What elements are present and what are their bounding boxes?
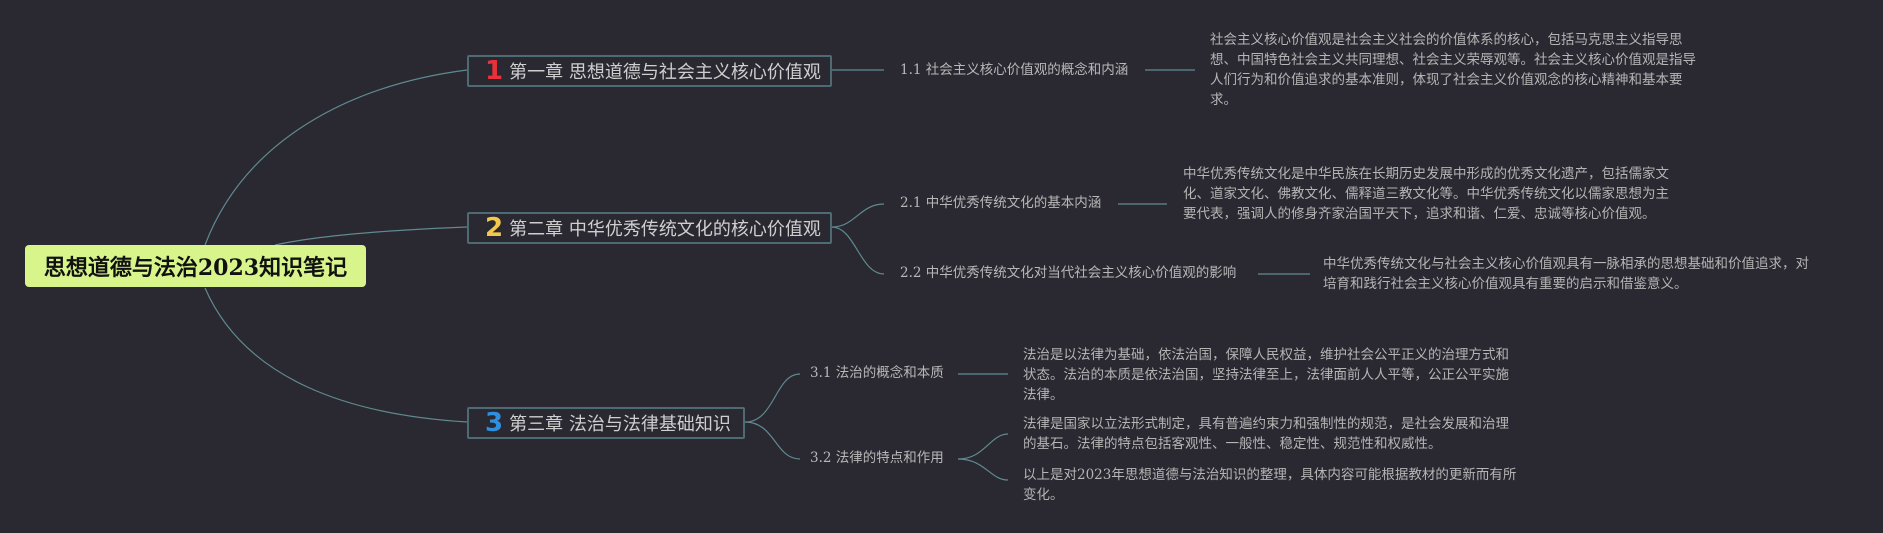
chapter-title-2: 第二章 中华优秀传统文化的核心价值观 xyxy=(509,219,821,240)
connector-line xyxy=(204,69,468,246)
chapter-title-1: 第一章 思想道德与社会主义核心价值观 xyxy=(509,62,821,83)
connector-line xyxy=(744,421,801,460)
connector-line xyxy=(831,226,885,275)
subtopic-3-1[interactable]: 3.1 法治的概念和本质 xyxy=(810,365,944,381)
subtopic-2-2[interactable]: 2.2 中华优秀传统文化对当代社会主义核心价值观的影响 xyxy=(900,265,1237,281)
chapter-node-1[interactable]: 1 第一章 思想道德与社会主义核心价值观 xyxy=(467,55,832,87)
connector-line xyxy=(831,203,885,228)
chapter-number-2-icon: 2 xyxy=(485,213,504,243)
chapter-number-1-icon: 1 xyxy=(485,56,504,86)
chapter-node-2[interactable]: 2 第二章 中华优秀传统文化的核心价值观 xyxy=(467,212,832,244)
connector-line xyxy=(744,373,801,423)
connector-line xyxy=(204,287,468,423)
connector-line xyxy=(274,226,468,246)
detail-3-2b[interactable]: 以上是对2023年思想道德与法治知识的整理，具体内容可能根据教材的更新而有所变化… xyxy=(1023,467,1517,503)
connector-line xyxy=(957,433,1009,460)
detail-3-1[interactable]: 法治是以法律为基础，依法治国，保障人民权益，维护社会公平正义的治理方式和状态。法… xyxy=(1023,347,1509,403)
connector-line xyxy=(957,458,1009,481)
detail-1-1[interactable]: 社会主义核心价值观是社会主义社会的价值体系的核心，包括马克思主义指导思想、中国特… xyxy=(1210,32,1696,108)
chapter-title-3: 第三章 法治与法律基础知识 xyxy=(509,414,731,435)
subtopic-1-1[interactable]: 1.1 社会主义核心价值观的概念和内涵 xyxy=(900,62,1129,78)
detail-3-2a[interactable]: 法律是国家以立法形式制定，具有普遍约束力和强制性的规范，是社会发展和治理的基石。… xyxy=(1023,416,1509,452)
chapter-node-3[interactable]: 3 第三章 法治与法律基础知识 xyxy=(467,407,745,439)
subtopic-2-1[interactable]: 2.1 中华优秀传统文化的基本内涵 xyxy=(900,195,1102,211)
detail-2-1[interactable]: 中华优秀传统文化是中华民族在长期历史发展中形成的优秀文化遗产，包括儒家文化、道家… xyxy=(1183,166,1669,222)
root-node[interactable]: 思想道德与法治2023知识笔记 xyxy=(25,245,366,287)
subtopic-3-2[interactable]: 3.2 法律的特点和作用 xyxy=(810,450,944,466)
chapter-number-3-icon: 3 xyxy=(485,408,504,438)
detail-2-2[interactable]: 中华优秀传统文化与社会主义核心价值观具有一脉相承的思想基础和价值追求，对培育和践… xyxy=(1323,256,1809,292)
